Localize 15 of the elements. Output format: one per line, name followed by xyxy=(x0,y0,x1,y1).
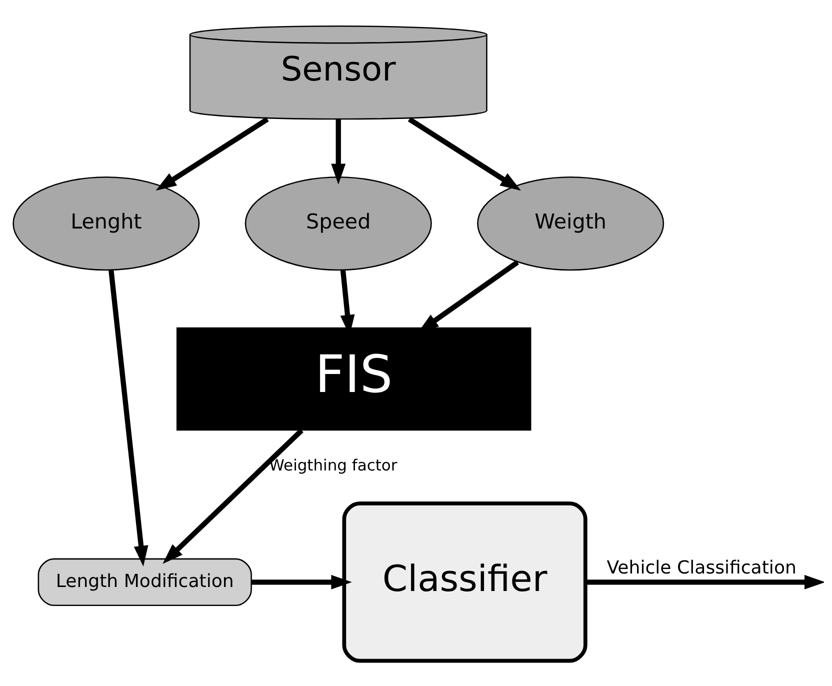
node-box: Length Modification xyxy=(38,558,252,606)
arrow xyxy=(156,116,269,190)
edge-label: Weigthing factor xyxy=(269,456,398,474)
arrow xyxy=(162,428,304,564)
arrow xyxy=(585,574,824,589)
node-box: FIS xyxy=(176,326,532,430)
node-ellipse: Speed xyxy=(244,176,432,270)
node-ellipse: Weigth xyxy=(477,176,664,270)
arrow xyxy=(252,574,352,589)
arrow xyxy=(408,116,521,190)
node-box: Classifier xyxy=(342,501,588,662)
edge-label: Vehicle Classification xyxy=(606,556,796,578)
node-ellipse: Lenght xyxy=(12,176,200,270)
arrow xyxy=(108,269,148,566)
arrow xyxy=(331,118,346,184)
